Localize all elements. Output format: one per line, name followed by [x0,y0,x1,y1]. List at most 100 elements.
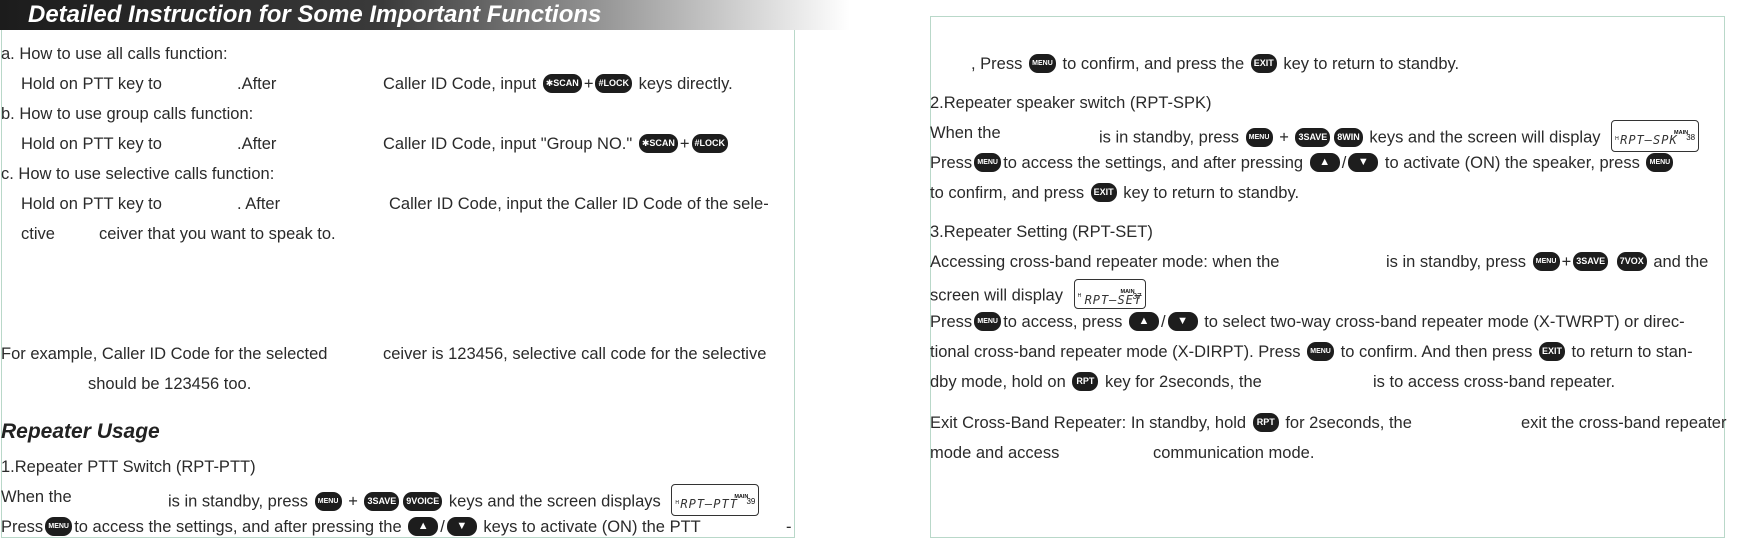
menu-key-icon: MENU [1646,153,1674,173]
win-key-icon: 8WIN [1334,127,1363,147]
menu-key-icon: MENU [1028,54,1056,74]
plus-sign: + [1279,128,1289,147]
lcd-main-label: MAIN [1120,289,1135,295]
r2-line-2a: Press [930,154,973,172]
r3-line-4b: to confirm. And then press [1340,343,1533,361]
c-line-4b: ceiver that you want to speak to. [99,225,336,243]
r2-line-1b: is in standby, press [1099,128,1240,147]
lock-key-icon: #LOCK [595,74,632,94]
repeater-usage-heading: Repeater Usage [1,420,160,443]
r3-line-4c: to return to stan- [1571,343,1693,361]
scan-key-icon: ✱SCAN [638,134,678,154]
up-key-icon: ▲ [1129,312,1159,332]
exit-line-1c: exit the cross-band repeater [1521,414,1727,432]
exit-key-icon: EXIT [1250,54,1277,74]
right-panel-border [930,16,1725,538]
r2-line-2c: to activate (ON) the speaker, press [1384,154,1640,172]
c-title: c. How to use selective calls function: [1,165,275,183]
r1-line-2b: to access the settings, and after pressi… [74,518,402,536]
menu-key-icon: MENU [314,491,342,511]
exit-line-1b: for 2seconds, the [1285,414,1412,432]
r1-line-1c: keys and the screen displays [448,492,661,511]
r2-line-2b: to access the settings, and after pressi… [1003,154,1304,172]
right-line-1a: , Press [971,55,1023,73]
a-line-3-end: keys directly. [638,75,733,93]
plus-sign: + [583,75,594,93]
lcd-text: RPT–SPK [1620,133,1678,147]
r2-line-3a: to confirm, and press [930,184,1085,202]
b-title: b. How to use group calls function: [1,105,254,123]
example-line-1a: For example, Caller ID Code for the sele… [1,345,328,363]
r1-line-1a: When the [1,488,72,506]
menu-key-icon: MENU [1532,252,1560,272]
a-line-3-text: Caller ID Code, input [383,75,537,93]
r3-line-1c: and the [1653,253,1709,271]
r3-line-3b: to access, press [1003,313,1123,331]
down-key-icon: ▼ [446,517,477,537]
header-bar: Detailed Instruction for Some Important … [0,0,850,30]
lcd-menu-number: 37 [1132,292,1142,301]
r2-line-1c: keys and the screen will display [1369,128,1601,147]
r3-line-5c: is to access cross-band repeater. [1373,373,1616,391]
down-key-icon: ▼ [1348,153,1379,173]
r3-line-1: is in standby, press MENU+3SAVE 7VOX and… [1386,251,1708,273]
b-line-1: Hold on PTT key to [21,135,162,153]
plus-sign: + [1561,253,1572,271]
exit-line-2a: mode and access [930,444,1060,462]
left-panel-border [1,30,795,538]
lcd-h-label: H [675,500,679,506]
lcd-rpt-set-display: MAIN 37 RPT–SET H [1073,279,1146,309]
exit-line-1a: Exit Cross-Band Repeater: In standby, ho… [930,414,1247,432]
r3-line-3a: Press [930,313,973,331]
menu-key-icon: MENU [45,517,73,537]
lcd-h-label: H [1615,136,1619,142]
rpt-key-icon: RPT [1072,372,1099,392]
menu-key-icon: MENU [1245,127,1273,147]
lock-key-icon: #LOCK [691,134,729,154]
r2-line-2: Press MENU to access the settings, and aft… [930,152,1675,174]
r3-line-3c: to select two-way cross-band repeater mo… [1204,313,1685,331]
lcd-main-label: MAIN [1674,130,1689,136]
menu-key-icon: MENU [1307,342,1335,362]
exit-line-2b: communication mode. [1153,444,1315,462]
c-line-3: Caller ID Code, input the Caller ID Code… [389,195,769,213]
b-line-2: .After [237,135,277,153]
scan-key-icon: ✱SCAN [542,74,582,94]
lcd-menu-number: 39 [746,497,756,506]
page-title: Detailed Instruction for Some Important … [28,1,602,28]
exit-key-icon: EXIT [1538,342,1565,362]
r3-line-4a: tional cross-band repeater mode (X-DIRPT… [930,343,1301,361]
lcd-text: RPT–SET [1084,293,1143,307]
r3-line-5a: dby mode, hold on [930,373,1066,391]
r1-line-1: When the [1,486,72,508]
slash: / [1161,313,1166,331]
up-key-icon: ▲ [408,517,439,537]
c-line-4a: ctive [21,225,55,243]
r3-line-5: dby mode, hold on RPT key for 2seconds, … [930,371,1262,393]
right-line-1c: key to return to standby. [1283,55,1460,73]
lcd-text: RPT–PTT [680,497,738,511]
r3-line-5b: key for 2seconds, the [1104,373,1262,391]
r1-line-2c: keys to activate (ON) the PTT [483,518,701,536]
b-line-3: Caller ID Code, input "Group NO." ✱SCAN+… [383,133,730,155]
slash: / [1341,154,1347,172]
slash: / [440,518,445,536]
right-line-1b: to confirm, and press the [1062,55,1245,73]
r1-line-2-hyphen: - [786,518,792,536]
c-line-2: . After [237,195,281,213]
r1-line-1b: is in standby, press [168,492,309,511]
save-key-icon: 3SAVE [1573,252,1609,272]
voice-key-icon: 9VOICE [403,491,443,511]
exit-key-icon: EXIT [1090,183,1117,203]
a-line-3: Caller ID Code, input ✱SCAN+#LOCK keys d… [383,73,733,95]
r2-title: 2.Repeater speaker switch (RPT-SPK) [930,94,1212,112]
vox-key-icon: 7VOX [1616,252,1647,272]
a-line-1: Hold on PTT key to [21,75,162,93]
save-key-icon: 3SAVE [1295,127,1331,147]
down-key-icon: ▼ [1167,312,1198,332]
plus-sign: + [348,492,358,511]
